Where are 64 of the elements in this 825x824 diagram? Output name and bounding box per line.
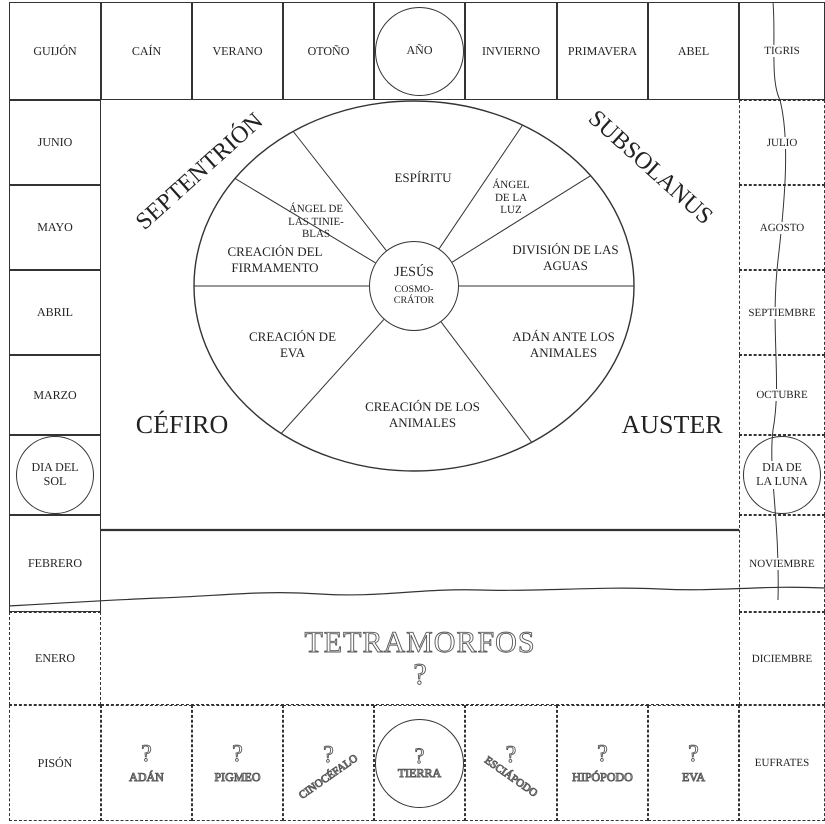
cell-label: TIGRIS	[763, 45, 801, 57]
segment-label: DIVISIÓN DE LAS AGUAS	[503, 236, 628, 280]
calendar-cell	[739, 355, 825, 435]
question-mark: ?	[141, 742, 152, 766]
calendar-cell	[648, 2, 739, 100]
segment-label: ESPÍRITU	[378, 156, 468, 200]
segment-label: CREACIÓN DE EVA	[240, 323, 345, 367]
calendar-cell	[465, 2, 557, 100]
calendar-cell	[739, 185, 825, 270]
cell-label: JULIO	[766, 136, 798, 148]
calendar-cell	[283, 2, 374, 100]
calendar-cell	[283, 705, 374, 821]
question-mark: ?	[414, 745, 424, 768]
cell-label: DICIEMBRE	[750, 652, 814, 664]
calendar-cell	[465, 705, 557, 821]
calendar-cell	[9, 2, 101, 100]
question-mark: ?	[688, 742, 699, 766]
calendar-cell	[648, 705, 739, 821]
circle-subtitle: COSMO- CRÁTOR	[392, 284, 436, 307]
calendar-cell	[557, 2, 648, 100]
calendar-cell	[739, 515, 825, 612]
calendar-cell	[9, 612, 101, 705]
calendar-cell	[192, 705, 283, 821]
wind-label: AUSTER	[621, 410, 723, 440]
cell-label: NOVIEMBRE	[748, 558, 816, 570]
cell-label: CAÍN	[130, 44, 162, 58]
cell-label: ADÁN	[129, 770, 164, 784]
calendar-cell	[557, 705, 648, 821]
wind-label: CÉFIRO	[136, 410, 228, 440]
circle-label: TIERRA	[398, 767, 442, 781]
cell-label: GUIJÓN	[32, 44, 78, 58]
cell-label: PIGMEO	[214, 770, 260, 784]
calendar-cell	[739, 705, 825, 821]
segment-label: ADÁN ANTE LOS ANIMALES	[506, 323, 621, 367]
calendar-cell	[739, 612, 825, 705]
cell-label: PISÓN	[36, 756, 74, 770]
calendar-cell	[739, 2, 825, 100]
question-mark: ?	[597, 742, 608, 766]
calendar-cell	[192, 2, 283, 100]
calendar-cell	[374, 705, 465, 821]
calendar-cell	[9, 185, 101, 270]
calendar-cell	[9, 355, 101, 435]
cell-label: OTOÑO	[306, 44, 350, 58]
calendar-cell	[9, 515, 101, 612]
calendar-cell	[739, 270, 825, 355]
calendar-cell	[739, 100, 825, 185]
band-title: TETRAMORFOS	[304, 626, 536, 660]
segment-label: CREACIÓN DE LOS ANIMALES	[365, 393, 480, 437]
question-mark: ?	[413, 660, 427, 690]
cell-label: EUFRATES	[754, 757, 810, 769]
question-mark: ?	[232, 742, 243, 766]
calendar-cell	[101, 705, 192, 821]
calendar-cell	[9, 100, 101, 185]
cell-label: SEPTIEMBRE	[747, 306, 817, 318]
circle-title: JESÚS	[394, 265, 434, 282]
cell-label: OCTUBRE	[755, 389, 809, 401]
cell-label: AGOSTO	[758, 222, 806, 234]
cell-label: HIPÓPODO	[572, 770, 633, 784]
calendar-cell	[9, 435, 101, 515]
cell-label: EVA	[682, 770, 706, 784]
calendar-cell	[9, 270, 101, 355]
segment-label: ÁNGEL DE LA LUZ	[490, 176, 532, 220]
calendar-cell	[101, 2, 192, 100]
calendar-cell	[9, 705, 101, 821]
